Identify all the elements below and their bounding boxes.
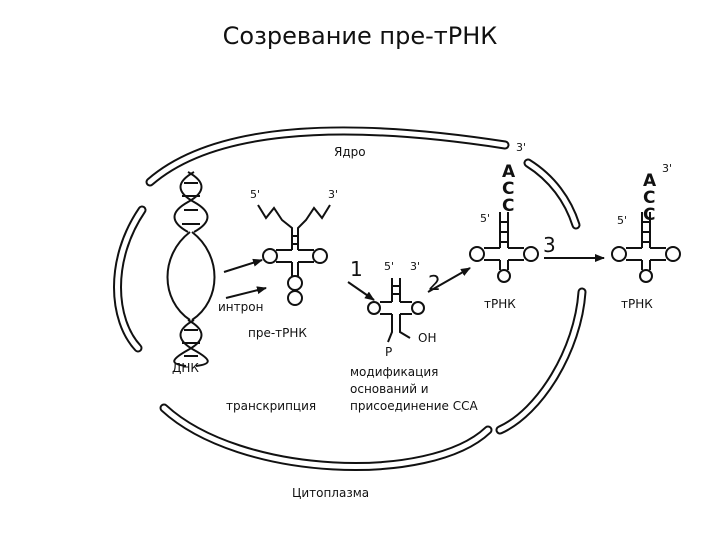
envelope-segment-right-lower — [497, 289, 585, 433]
five-prime-label: 5' — [250, 188, 260, 201]
trna-cytoplasm-label: тРНК — [621, 297, 653, 311]
trna-nucleus-label: тРНК — [484, 297, 516, 311]
pre-trna-structure — [257, 204, 331, 306]
envelope-segment-right-upper — [523, 158, 581, 230]
cca-nucleotide: C — [502, 196, 514, 216]
transcription-label: транскрипция — [226, 399, 316, 413]
three-prime-label: 3' — [662, 162, 672, 175]
cca-nucleotide: C — [643, 205, 655, 225]
dna-label: ДНК — [172, 361, 199, 375]
arrow-modification — [427, 267, 471, 293]
cytoplasm-label: Цитоплазма — [292, 486, 369, 500]
arrow-transcription-lower — [225, 286, 267, 299]
dna-helix — [166, 171, 216, 367]
envelope-segment-right-lower — [495, 287, 587, 435]
intron-label: интрон — [218, 300, 263, 314]
five-prime-label: 5' — [617, 214, 627, 227]
envelope-segment-top — [147, 128, 508, 185]
page-title: Созревание пре-тРНК — [222, 22, 498, 50]
step-number-2: 2 — [428, 271, 441, 295]
pre-trna-label: пре-тРНК — [248, 326, 307, 340]
envelope-segment-right-upper — [525, 160, 579, 228]
p-end-label: P — [385, 345, 392, 359]
oh-end-label: OH — [418, 331, 436, 345]
modification-line-2: оснований и — [350, 382, 429, 396]
cca-nucleotide: C — [502, 179, 514, 199]
arrow-transcription-upper — [223, 258, 263, 273]
spliced-intermediate — [367, 278, 425, 343]
three-prime-label: 3' — [410, 260, 420, 273]
modification-line-3: присоединение ССА — [350, 399, 479, 413]
cca-nucleotide: A — [643, 171, 657, 191]
cca-nucleotide: C — [643, 188, 655, 208]
mature-trna-cytoplasm — [611, 212, 681, 283]
envelope-segment-bottom — [161, 405, 491, 469]
three-prime-label: 3' — [516, 141, 526, 154]
mature-trna-nucleus — [469, 212, 539, 283]
step-number-1: 1 — [350, 257, 363, 281]
arrow-splicing — [347, 281, 375, 301]
five-prime-label: 5' — [480, 212, 490, 225]
step-number-3: 3 — [543, 233, 556, 257]
modification-line-1: модификация — [350, 365, 438, 379]
five-prime-label: 5' — [384, 260, 394, 273]
nuclear-envelope — [113, 126, 587, 471]
envelope-segment-left — [115, 207, 145, 351]
nucleus-label: Ядро — [334, 145, 366, 159]
process-arrows — [223, 254, 605, 301]
three-prime-label: 3' — [328, 188, 338, 201]
cca-nucleotide: A — [502, 162, 516, 182]
